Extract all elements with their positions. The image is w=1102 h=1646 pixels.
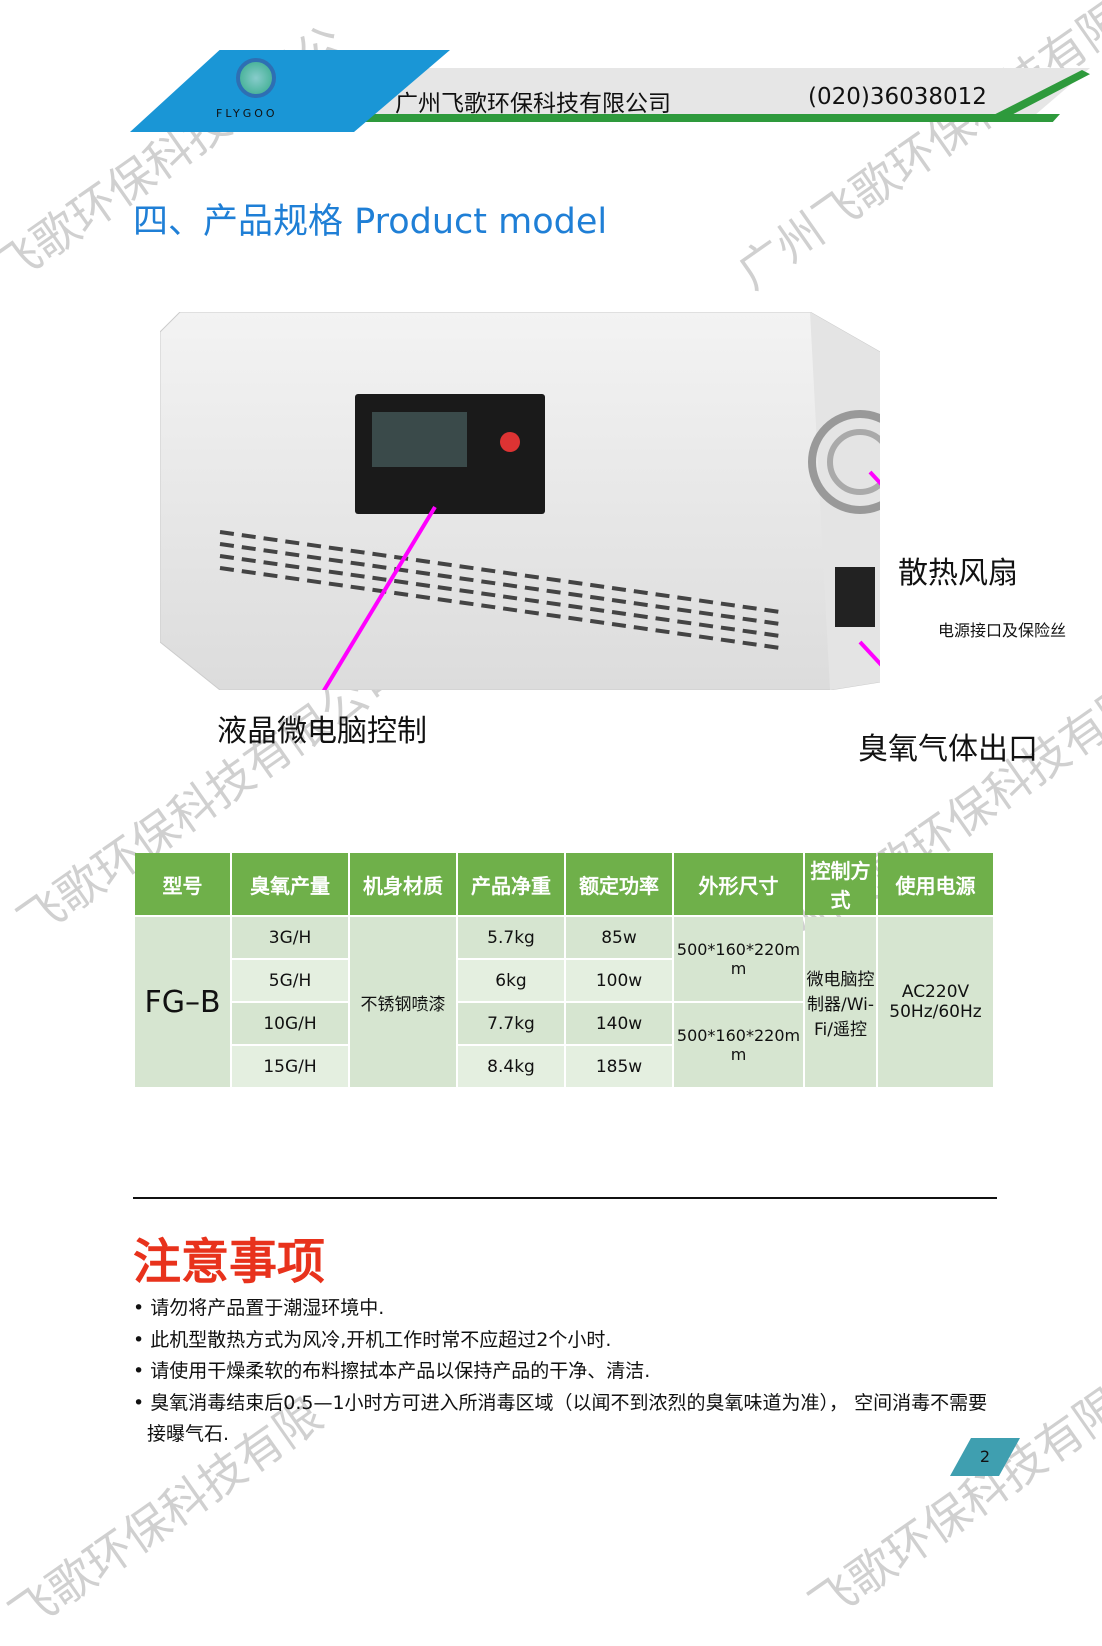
cell-weight: 7.7kg bbox=[458, 1003, 564, 1044]
notice-item: • 请勿将产品置于潮湿环境中. bbox=[133, 1297, 385, 1319]
notice-item: • 此机型散热方式为风冷,开机工作时常不应超过2个小时. bbox=[133, 1328, 612, 1351]
th-power-rating: 额定功率 bbox=[566, 853, 672, 915]
notice-text: 臭氧消毒结束后0.5—1小时方可进入所消毒区域（以闻不到浓烈的臭氧味道为准）， … bbox=[147, 1391, 988, 1446]
notice-list: • 请勿将产品置于潮湿环境中. • 此机型散热方式为风冷,开机工作时常不应超过2… bbox=[133, 1293, 1003, 1451]
divider bbox=[133, 1197, 997, 1199]
cell-weight: 8.4kg bbox=[458, 1046, 564, 1087]
cell-size: 500*160*220mm bbox=[674, 917, 803, 1001]
logo-icon bbox=[236, 58, 276, 98]
notice-text: 请勿将产品置于潮湿环境中. bbox=[150, 1297, 385, 1319]
product-image bbox=[160, 312, 880, 690]
cell-watt: 140w bbox=[566, 1003, 672, 1044]
notice-item: • 请使用干燥柔软的布料擦拭本产品以保持产品的干净、清洁. bbox=[133, 1360, 651, 1382]
cell-power-supply: AC220V 50Hz/60Hz bbox=[878, 917, 993, 1087]
th-size: 外形尺寸 bbox=[674, 853, 803, 915]
table-header-row: 型号 臭氧产量 机身材质 产品净重 额定功率 外形尺寸 控制方式 使用电源 bbox=[135, 853, 993, 915]
cell-model: FG–B bbox=[135, 917, 230, 1087]
notice-text: 此机型散热方式为风冷,开机工作时常不应超过2个小时. bbox=[150, 1328, 612, 1351]
header-band bbox=[330, 68, 1090, 120]
phone-number: (020)36038012 bbox=[808, 84, 987, 110]
cell-watt: 85w bbox=[566, 917, 672, 958]
th-material: 机身材质 bbox=[350, 853, 456, 915]
cell-watt: 100w bbox=[566, 960, 672, 1001]
cell-weight: 6kg bbox=[458, 960, 564, 1001]
th-output: 臭氧产量 bbox=[232, 853, 348, 915]
header-green-line bbox=[340, 114, 1060, 122]
notice-title: 注意事项 bbox=[133, 1234, 326, 1290]
cell-output: 5G/H bbox=[232, 960, 348, 1001]
th-model: 型号 bbox=[135, 853, 230, 915]
section-title: 四、产品规格 Product model bbox=[133, 202, 608, 242]
th-control: 控制方式 bbox=[805, 853, 876, 915]
th-power-supply: 使用电源 bbox=[878, 853, 993, 915]
watermark: 广州飞歌环保科技有限 bbox=[727, 0, 1102, 300]
cell-size: 500*160*220mm bbox=[674, 1003, 803, 1087]
company-name: 广州飞歌环保科技有限公司 bbox=[395, 91, 671, 117]
th-weight: 产品净重 bbox=[458, 853, 564, 915]
cell-control: 微电脑控制器/Wi-Fi/遥控 bbox=[805, 917, 876, 1087]
cell-weight: 5.7kg bbox=[458, 917, 564, 958]
callout-lcd: 液晶微电脑控制 bbox=[217, 714, 427, 749]
notice-item: • 臭氧消毒结束后0.5—1小时方可进入所消毒区域（以闻不到浓烈的臭氧味道为准）… bbox=[133, 1391, 988, 1446]
cell-output: 15G/H bbox=[232, 1046, 348, 1087]
spec-table: 型号 臭氧产量 机身材质 产品净重 额定功率 外形尺寸 控制方式 使用电源 FG… bbox=[133, 851, 995, 1089]
cell-output: 3G/H bbox=[232, 917, 348, 958]
table-row: FG–B 3G/H 不锈钢喷漆 5.7kg 85w 500*160*220mm … bbox=[135, 917, 993, 1087]
callout-fan: 散热风扇 bbox=[898, 556, 1018, 591]
cell-output: 10G/H bbox=[232, 1003, 348, 1044]
table-row: 10G/H 7.7kg 140w 500*160*220mm bbox=[135, 1003, 993, 1087]
logo-text: FLYGOO bbox=[216, 107, 278, 120]
cell-watt: 185w bbox=[566, 1046, 672, 1087]
notice-text: 请使用干燥柔软的布料擦拭本产品以保持产品的干净、清洁. bbox=[150, 1360, 651, 1382]
callout-outlet: 臭氧气体出口 bbox=[858, 732, 1038, 767]
table-row: 5G/H 6kg 100w bbox=[135, 960, 993, 1001]
cell-material: 不锈钢喷漆 bbox=[350, 917, 456, 1087]
callout-power: 电源接口及保险丝 bbox=[938, 621, 1067, 640]
table-row: 15G/H 8.4kg 185w bbox=[135, 1046, 993, 1087]
